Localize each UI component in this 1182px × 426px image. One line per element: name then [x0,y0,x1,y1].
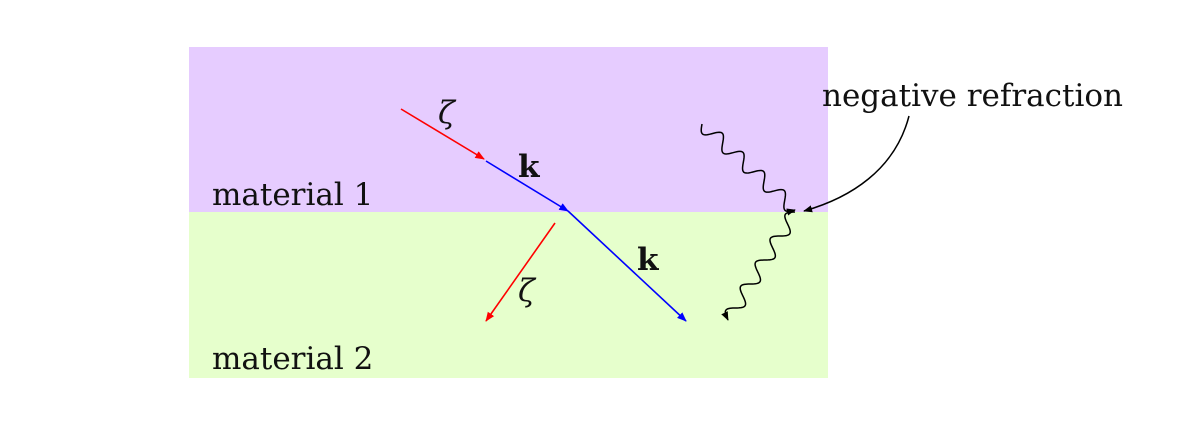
zeta-refracted-label: ζ [518,273,537,309]
negative-refraction-label: negative refraction [822,78,1123,114]
material-2-region [189,212,828,378]
material-1-region [189,47,828,212]
k-incident-arrow [485,160,569,212]
zeta-incident-arrow [400,108,485,160]
k-refracted-arrow [567,210,687,322]
zeta-refracted-arrow [485,222,556,322]
zeta-incident-label: ζ [438,95,457,131]
k-refracted-label: k [637,242,660,278]
incident-wavy-ray [700,123,796,216]
material-2-label: material 2 [212,341,373,377]
material-1-label: material 1 [212,177,373,213]
negative-refraction-pointer-arrow [803,115,910,213]
k-incident-label: k [518,149,541,185]
refracted-wavy-ray [721,211,796,321]
